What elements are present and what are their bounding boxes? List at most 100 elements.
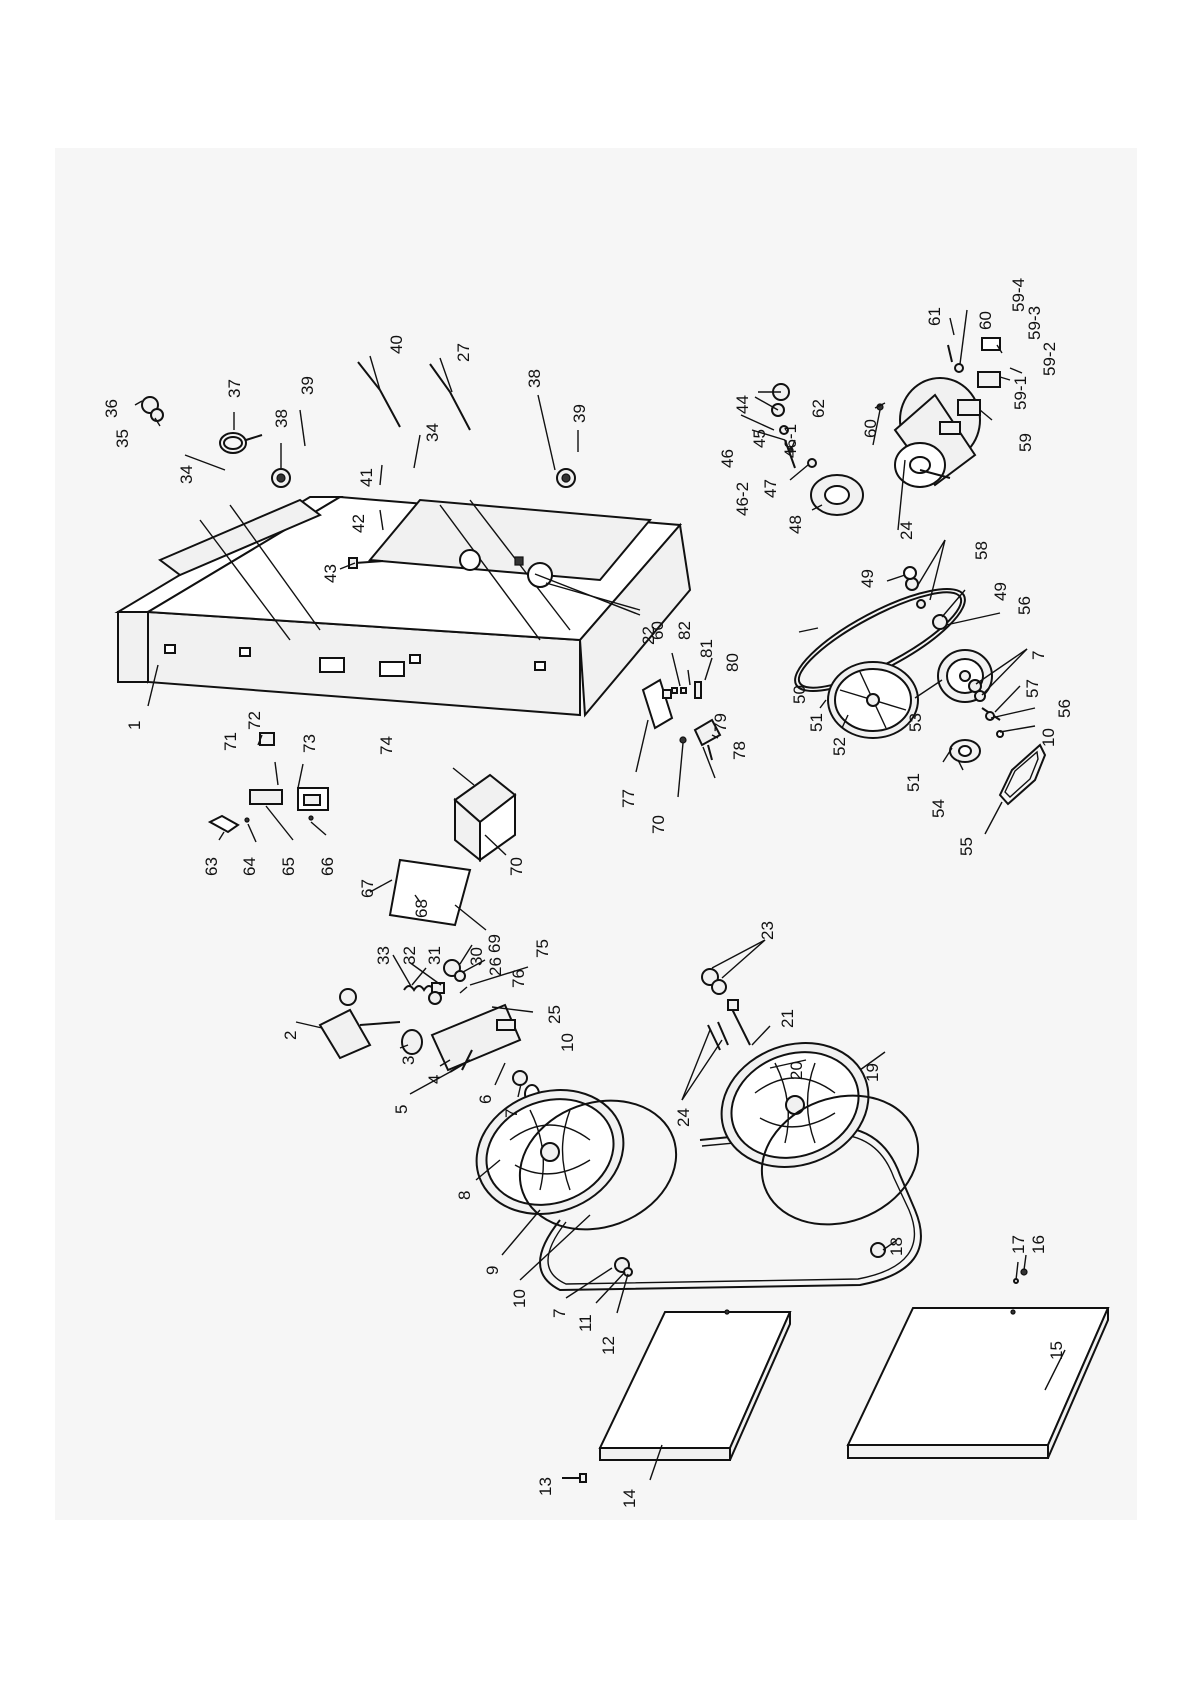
callout-59-3: 59-3 bbox=[1025, 306, 1044, 340]
callout-49-right: 49 bbox=[991, 582, 1010, 601]
callout-24-lower: 24 bbox=[674, 1108, 693, 1127]
part-lower-wheel bbox=[720, 1042, 870, 1168]
part-knob bbox=[271, 468, 576, 488]
callout-54: 54 bbox=[929, 799, 948, 818]
callout-31: 31 bbox=[425, 946, 444, 965]
callout-13: 13 bbox=[536, 1477, 555, 1496]
callout-10-upper: 10 bbox=[510, 1289, 529, 1308]
callout-21: 21 bbox=[778, 1009, 797, 1028]
callout-60-motor: 60 bbox=[861, 419, 880, 438]
part-tension-assembly bbox=[318, 988, 522, 1073]
callout-7-hub: 7 bbox=[550, 1309, 569, 1318]
callout-9-upper: 9 bbox=[483, 1266, 502, 1275]
part-junction-box bbox=[453, 773, 517, 863]
callout-61: 61 bbox=[925, 307, 944, 326]
callout-65: 65 bbox=[279, 857, 298, 876]
callout-47: 47 bbox=[761, 479, 780, 498]
callout-53: 53 bbox=[906, 713, 925, 732]
part-v-belt bbox=[998, 743, 1047, 806]
callout-58: 58 bbox=[972, 541, 991, 560]
part-motor-switch-box bbox=[876, 337, 1001, 416]
callout-76: 76 bbox=[509, 969, 528, 988]
callout-leader-lines bbox=[134, 309, 1066, 1481]
callout-23: 23 bbox=[758, 921, 777, 940]
callout-18: 18 bbox=[887, 1237, 906, 1256]
callout-62: 62 bbox=[809, 399, 828, 418]
part-bearing-stack bbox=[771, 383, 864, 516]
callout-77: 77 bbox=[619, 789, 638, 808]
callout-49-left: 49 bbox=[858, 569, 877, 588]
part-spring-stack bbox=[403, 959, 466, 1005]
callout-4: 4 bbox=[425, 1075, 444, 1084]
callout-33: 33 bbox=[374, 946, 393, 965]
callout-27: 27 bbox=[454, 343, 473, 362]
callout-1: 1 bbox=[125, 721, 144, 730]
callout-37: 37 bbox=[225, 379, 244, 398]
callout-15: 15 bbox=[1047, 1341, 1066, 1360]
callout-24-motor: 24 bbox=[897, 521, 916, 540]
callout-81: 81 bbox=[697, 639, 716, 658]
callout-69: 69 bbox=[485, 934, 504, 953]
callout-59-2: 59-2 bbox=[1040, 342, 1059, 376]
callout-7-upper: 7 bbox=[502, 1109, 521, 1118]
callout-17: 17 bbox=[1009, 1235, 1028, 1254]
callout-70-box: 70 bbox=[507, 857, 526, 876]
part-saw-blade bbox=[539, 1126, 922, 1292]
callout-10-wheel: 10 bbox=[558, 1033, 577, 1052]
callout-39-right: 39 bbox=[570, 404, 589, 423]
callout-73: 73 bbox=[300, 734, 319, 753]
callout-56-upper: 56 bbox=[1015, 596, 1034, 615]
callout-2: 2 bbox=[281, 1031, 300, 1040]
callout-66: 66 bbox=[318, 857, 337, 876]
callout-34-left: 34 bbox=[177, 465, 196, 484]
part-tire-upper bbox=[518, 1099, 678, 1231]
part-lower-cover bbox=[846, 1307, 1110, 1459]
part-bracket-group bbox=[641, 678, 722, 761]
callout-32: 32 bbox=[400, 946, 419, 965]
callout-19: 19 bbox=[863, 1063, 882, 1082]
callout-80: 80 bbox=[723, 653, 742, 672]
part-upper-wheel bbox=[475, 1089, 625, 1215]
callout-41: 41 bbox=[357, 468, 376, 487]
callout-59: 59 bbox=[1016, 433, 1035, 452]
callout-labels: 1 2 3 4 5 6 7 8 9 10 7 11 12 10 13 14 15… bbox=[102, 278, 1074, 1508]
callout-64: 64 bbox=[240, 857, 259, 876]
part-lower-hub bbox=[870, 1242, 886, 1258]
callout-60-switch: 60 bbox=[976, 311, 995, 330]
part-lower-shaft bbox=[701, 968, 772, 1076]
callout-46-1: 46-1 bbox=[781, 424, 800, 458]
callout-20: 20 bbox=[787, 1061, 806, 1080]
callout-35: 35 bbox=[113, 429, 132, 448]
callout-70-bracket: 70 bbox=[649, 815, 668, 834]
callout-34-center: 34 bbox=[423, 423, 442, 442]
part-tire-lower bbox=[760, 1094, 920, 1226]
callout-60-frame: 60 bbox=[648, 621, 667, 640]
callout-30: 30 bbox=[467, 947, 486, 966]
callout-56-lower: 56 bbox=[1055, 699, 1074, 718]
callout-63: 63 bbox=[202, 857, 221, 876]
callout-40: 40 bbox=[387, 335, 406, 354]
callout-36: 36 bbox=[102, 399, 121, 418]
callout-78: 78 bbox=[730, 741, 749, 760]
callout-67: 67 bbox=[358, 879, 377, 898]
part-cover-plate bbox=[388, 858, 472, 927]
callout-10-pulley: 10 bbox=[1039, 728, 1058, 747]
part-power-cord bbox=[219, 432, 263, 454]
callout-38-left: 38 bbox=[272, 409, 291, 428]
part-bolt-43 bbox=[348, 557, 384, 569]
callout-25: 25 bbox=[545, 1005, 564, 1024]
callout-12: 12 bbox=[599, 1336, 618, 1355]
part-small-pulley bbox=[949, 739, 981, 763]
callout-48: 48 bbox=[786, 515, 805, 534]
callout-45: 45 bbox=[750, 429, 769, 448]
part-upper-cover bbox=[598, 1309, 792, 1461]
callout-59-1: 59-1 bbox=[1011, 376, 1030, 410]
callout-82: 82 bbox=[675, 621, 694, 640]
callout-68: 68 bbox=[412, 899, 431, 918]
callout-72: 72 bbox=[245, 711, 264, 730]
callout-46: 46 bbox=[718, 449, 737, 468]
callout-3: 3 bbox=[399, 1056, 418, 1065]
callout-8: 8 bbox=[455, 1191, 474, 1200]
callout-46-2: 46-2 bbox=[733, 482, 752, 516]
